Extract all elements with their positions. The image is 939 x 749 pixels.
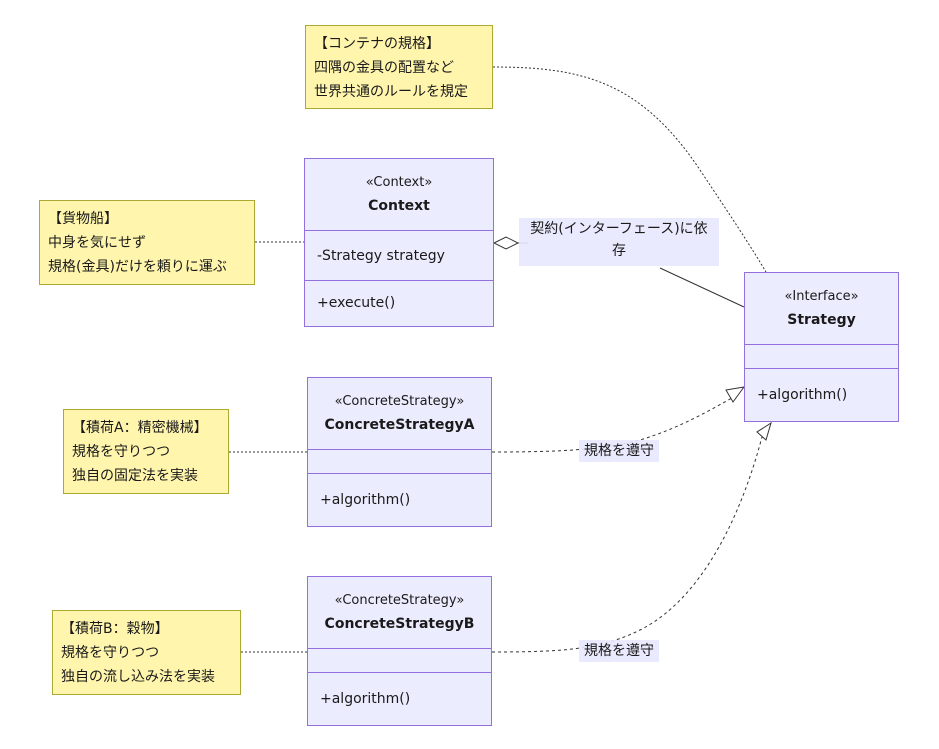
note-line: 四隅の金具の配置など	[314, 60, 454, 76]
class-attributes	[308, 450, 491, 474]
note-line: 独自の固定法を実装	[72, 468, 198, 484]
class-stereotype: «ConcreteStrategy»	[334, 393, 465, 409]
note-cargo-ship: 【貨物船】 中身を気にせず 規格(金具)だけを頼りに運ぶ	[39, 200, 255, 285]
aggregation-diamond	[492, 236, 520, 250]
note-line: 規格を守りつつ	[61, 645, 160, 661]
class-concrete-strategy-a[interactable]: «ConcreteStrategy» ConcreteStrategyA +al…	[307, 377, 492, 527]
realization-edge-b	[491, 436, 763, 653]
class-methods: +algorithm()	[320, 491, 411, 508]
realization-b-label: 規格を遵守	[579, 640, 659, 662]
class-concrete-strategy-b[interactable]: «ConcreteStrategy» ConcreteStrategyB +al…	[307, 576, 492, 726]
note-link-container-standard	[492, 66, 767, 273]
class-attributes	[308, 649, 491, 673]
note-cargo-a: 【積荷A：精密機械】 規格を守りつつ 独自の固定法を実装	[63, 409, 229, 494]
class-attributes	[745, 345, 898, 369]
note-line: 【積荷A：精密機械】	[72, 420, 208, 436]
note-line: 【貨物船】	[48, 211, 118, 227]
class-methods: +execute()	[317, 295, 396, 311]
class-header: «Context» Context	[305, 159, 493, 231]
class-header: «ConcreteStrategy» ConcreteStrategyB	[308, 577, 491, 649]
aggregation-label: 契約(インターフェース)に依 存	[519, 218, 719, 266]
class-name: Strategy	[787, 311, 856, 328]
class-context[interactable]: «Context» Context -Strategy strategy +ex…	[304, 158, 494, 327]
note-line: 規格を守りつつ	[72, 444, 171, 460]
note-line: 【積荷B：穀物】	[61, 621, 169, 637]
class-stereotype: «ConcreteStrategy»	[334, 592, 465, 608]
class-header: «ConcreteStrategy» ConcreteStrategyA	[308, 378, 491, 450]
class-attributes: -Strategy strategy	[305, 231, 493, 281]
note-line: 世界共通のルールを規定	[314, 84, 468, 100]
class-methods: +algorithm()	[757, 386, 848, 403]
aggregation-label-line: 契約(インターフェース)に依	[530, 221, 708, 237]
note-line: 規格(金具)だけを頼りに運ぶ	[48, 259, 227, 275]
note-cargo-b: 【積荷B：穀物】 規格を守りつつ 独自の流し込み法を実装	[52, 610, 241, 695]
class-methods: +algorithm()	[320, 690, 411, 707]
realization-arrow-a	[725, 386, 746, 403]
note-line: 中身を気にせず	[48, 235, 146, 251]
realization-a-label: 規格を遵守	[579, 440, 659, 462]
class-header: «Interface» Strategy	[745, 273, 898, 345]
realization-arrow-b	[756, 421, 772, 441]
class-stereotype: «Context»	[365, 174, 433, 190]
class-name: Context	[368, 197, 430, 214]
class-strategy[interactable]: «Interface» Strategy +algorithm()	[744, 272, 899, 422]
note-line: 【コンテナの規格】	[314, 36, 440, 52]
aggregation-label-line: 存	[612, 243, 626, 259]
class-name: ConcreteStrategyA	[324, 416, 475, 433]
class-stereotype: «Interface»	[784, 288, 859, 304]
class-name: ConcreteStrategyB	[324, 615, 475, 632]
note-container-standard: 【コンテナの規格】 四隅の金具の配置など 世界共通のルールを規定	[305, 25, 493, 109]
note-line: 独自の流し込み法を実装	[61, 669, 215, 685]
